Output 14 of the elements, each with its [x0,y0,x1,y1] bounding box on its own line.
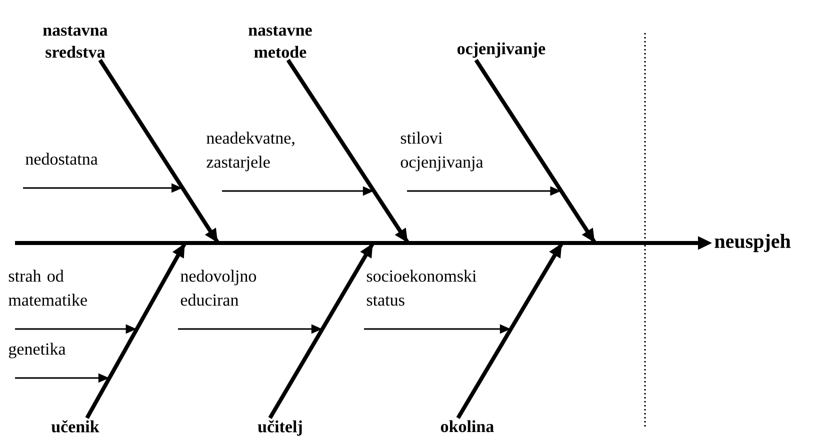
cause-label: genetika [8,342,66,358]
category-label: učitelj [258,420,302,436]
cause-label: socioekonomski status [366,270,476,306]
effect-label: neuspjeh [714,234,791,252]
category-label: ocjenjivanje [457,42,546,58]
category-label: nastavna sredstva [43,26,108,58]
cause-label: neadekvatne, zastarjele [206,132,294,172]
cause-label: nedovoljno educiran [180,270,256,306]
cause-label: strah od matematike [8,270,87,306]
category-label: okolina [440,420,494,432]
cause-label: nedostatna [26,152,98,165]
cause-label: stilovi ocjenjivanja [400,132,484,172]
category-label: učenik [51,420,100,432]
category-label: nastavne metode [248,26,312,58]
